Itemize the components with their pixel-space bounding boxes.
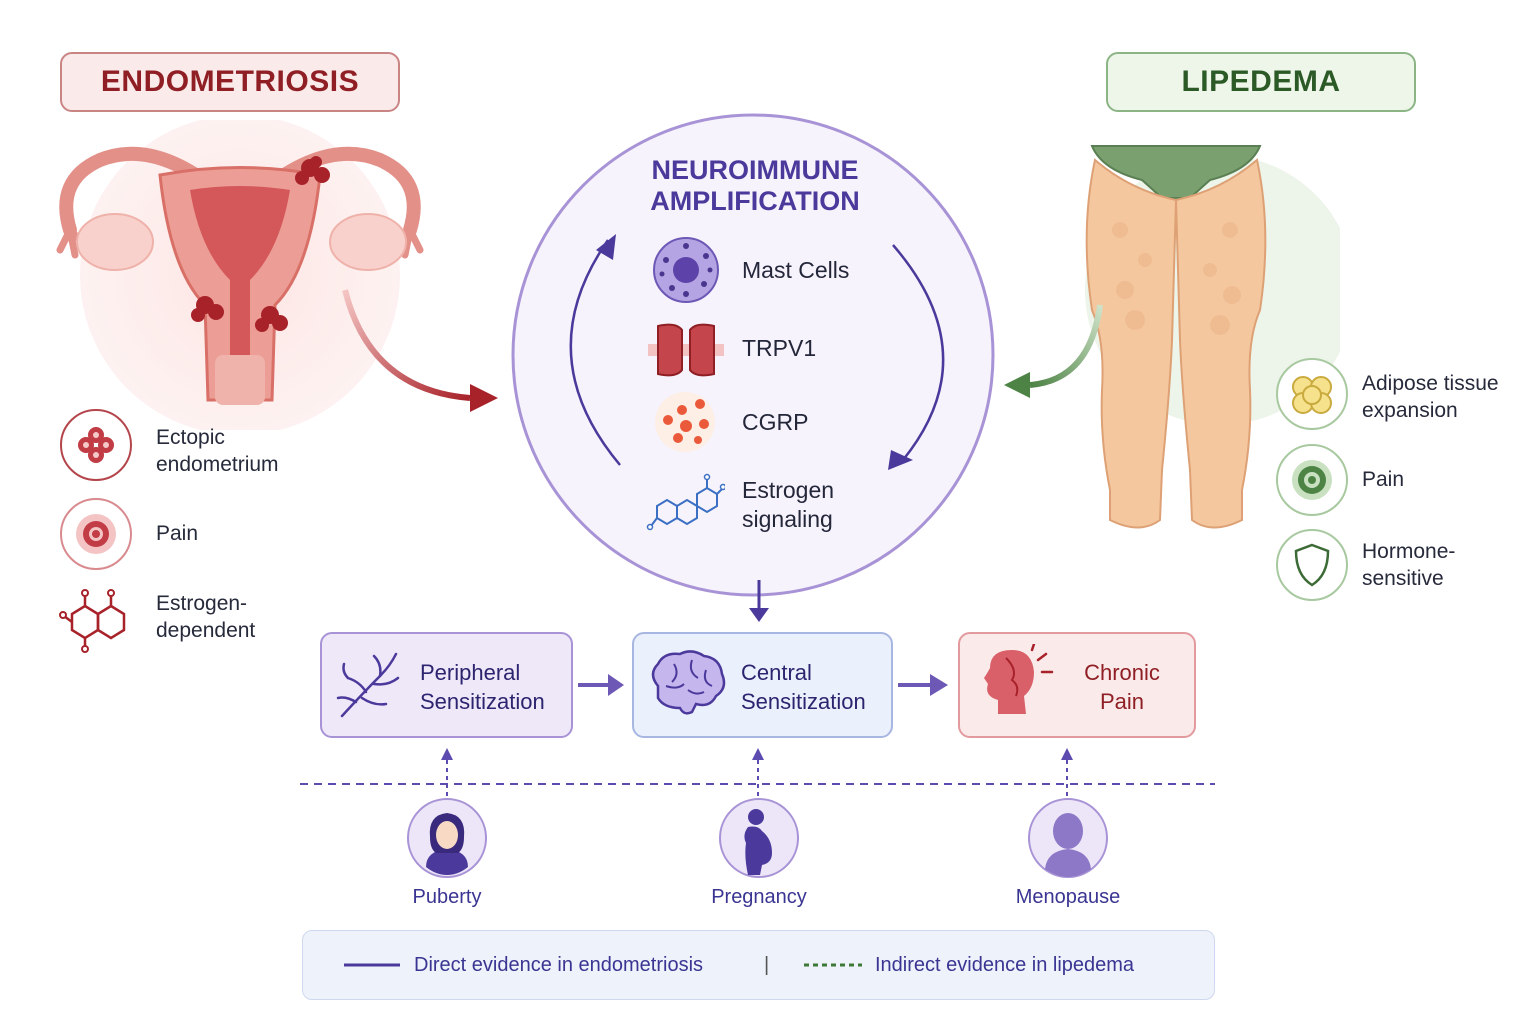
legend — [302, 930, 1215, 1000]
neuroimmune-circle — [511, 113, 995, 597]
lipedema-title: LIPEDEMA — [1106, 52, 1416, 112]
puberty-label: Puberty — [412, 886, 482, 908]
cells-icon — [60, 409, 132, 481]
mast-cells-label: Mast Cells — [742, 257, 850, 283]
dots-icon — [655, 392, 715, 452]
arrow-right-icon — [898, 674, 948, 696]
mast-cell-icon — [653, 237, 719, 303]
neuroimmune-title: NEUROIMMUNE AMPLIFICATION — [650, 155, 860, 216]
down-arrow-icon — [749, 580, 769, 622]
legs-illustration — [1085, 145, 1340, 529]
endo-feature-estrogen: Estrogen- dependent — [156, 592, 256, 642]
molecule-icon — [59, 589, 126, 653]
girl-avatar-icon — [407, 798, 487, 878]
head-pain-icon — [984, 644, 1054, 714]
estrogen-signaling-label: Estrogen signaling — [742, 477, 835, 532]
woman-avatar-icon — [1028, 798, 1108, 878]
lip-feature-hormone: Hormone- sensitive — [1362, 540, 1456, 590]
nerve-icon — [336, 652, 400, 718]
target-icon — [60, 498, 132, 570]
legend-indirect-label: Indirect evidence in lipedema — [875, 954, 1135, 976]
pregnancy-label: Pregnancy — [711, 886, 807, 908]
trpv1-label: TRPV1 — [742, 335, 817, 361]
stage-peripheral — [320, 632, 573, 738]
cgrp-label: CGRP — [742, 409, 809, 435]
endometriosis-title: ENDOMETRIOSIS — [60, 52, 400, 112]
brain-icon — [651, 650, 726, 715]
lipedema-arrow — [1004, 304, 1103, 398]
legend-dashed-line-icon — [804, 963, 862, 967]
uterus-illustration — [56, 120, 424, 430]
hormonal-timeline — [300, 748, 1215, 804]
target-icon — [1276, 444, 1348, 516]
arrow-right-icon — [578, 674, 624, 696]
lip-feature-adipose: Adipose tissue expansion — [1362, 372, 1499, 422]
endometriosis-arrow — [342, 289, 498, 412]
lip-feature-pain: Pain — [1362, 468, 1405, 491]
legend-direct-label: Direct evidence in endometriosis — [414, 954, 704, 976]
pregnant-avatar-icon — [719, 798, 799, 878]
endo-feature-ectopic: Ectopic endometrium — [156, 426, 279, 476]
legend-separator: | — [764, 954, 770, 976]
legend-solid-line-icon — [344, 963, 400, 967]
ion-channel-icon — [648, 323, 724, 377]
steroid-molecule-icon — [646, 473, 725, 531]
menopause-label: Menopause — [1015, 886, 1121, 908]
fat-cells-icon — [1276, 358, 1348, 430]
endo-feature-pain: Pain — [156, 522, 199, 545]
shield-icon — [1276, 529, 1348, 601]
